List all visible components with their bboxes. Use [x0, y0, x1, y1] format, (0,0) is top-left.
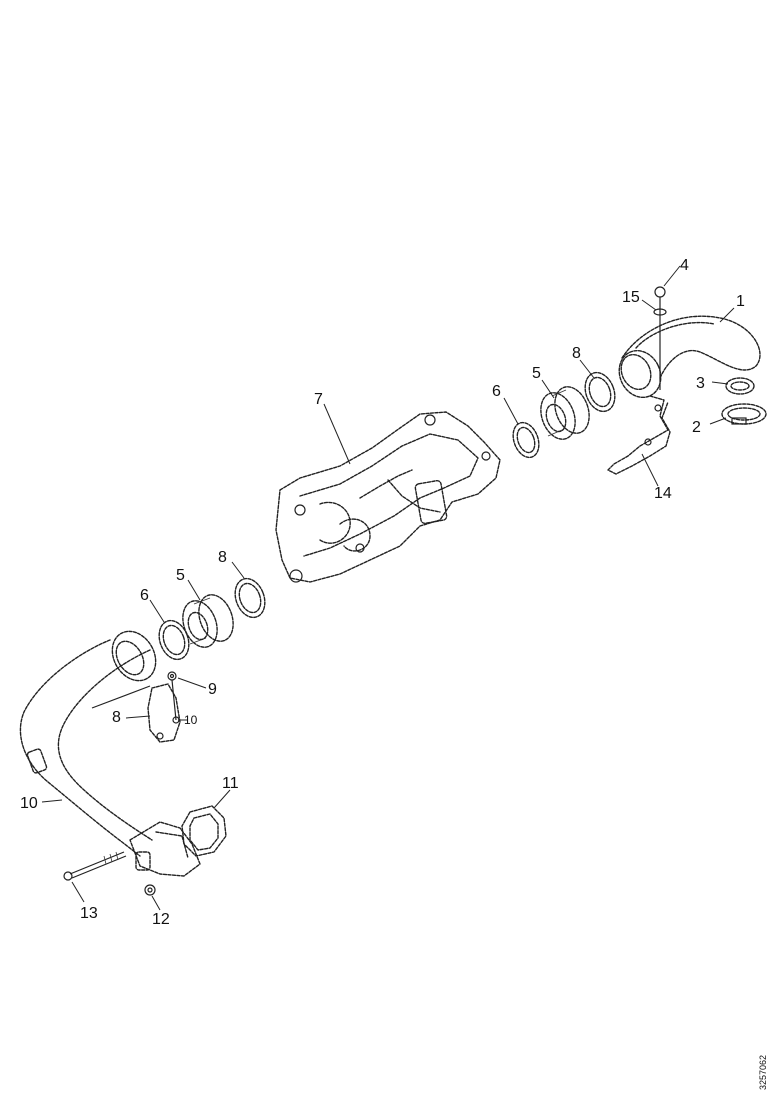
part-2-band-clamp: [721, 403, 767, 425]
part-8-mounting-plate: [147, 683, 181, 743]
part-10-bolt-small: [171, 679, 180, 724]
callout-13: 13: [80, 905, 98, 922]
part-10-lower-pipe: [19, 630, 201, 877]
leader-lines: [41, 265, 735, 911]
part-3-clamp-ring: [725, 377, 755, 395]
callout-15: 15: [622, 289, 640, 306]
part-11-flange-gasket: [181, 805, 227, 857]
callout-8-plate: 8: [112, 709, 121, 726]
callout-14: 14: [654, 485, 672, 502]
part-7-manifold-housing: [275, 411, 501, 583]
callout-8-lower: 8: [218, 549, 227, 566]
part-5-lower-coupling: [182, 594, 234, 648]
part-12-nut: [144, 884, 156, 896]
callout-9: 9: [208, 681, 217, 698]
callout-8-upper: 8: [572, 345, 581, 362]
part-15-washer: [653, 308, 667, 316]
callout-7: 7: [314, 391, 323, 408]
callout-1: 1: [736, 293, 745, 310]
callout-5-upper: 5: [532, 365, 541, 382]
callout-12: 12: [152, 911, 170, 928]
part-1-upper-elbow-hose: [618, 315, 761, 399]
callout-6-upper: 6: [492, 383, 501, 400]
callout-3: 3: [696, 375, 705, 392]
callout-4: 4: [680, 257, 689, 274]
part-14-bracket: [607, 395, 671, 475]
part-4-bolt: [654, 286, 666, 390]
part-5-upper-coupling: [540, 386, 590, 440]
callout-11: 11: [222, 775, 239, 792]
callout-10-bolt: 10: [184, 713, 198, 727]
part-13-long-bolt: [63, 851, 127, 881]
callout-10-pipe: 10: [20, 795, 38, 812]
part-8-upper-gasket: [584, 371, 616, 413]
part-6-lower-oring: [158, 619, 190, 661]
part-6-upper-oring: [512, 421, 540, 459]
callout-5-lower: 5: [176, 567, 185, 584]
part-8-lower-gasket: [234, 577, 266, 619]
callout-2: 2: [692, 419, 701, 436]
part-9-nut: [167, 671, 177, 681]
callout-6-lower: 6: [140, 587, 149, 604]
document-reference-number: 3257062: [758, 1055, 768, 1090]
